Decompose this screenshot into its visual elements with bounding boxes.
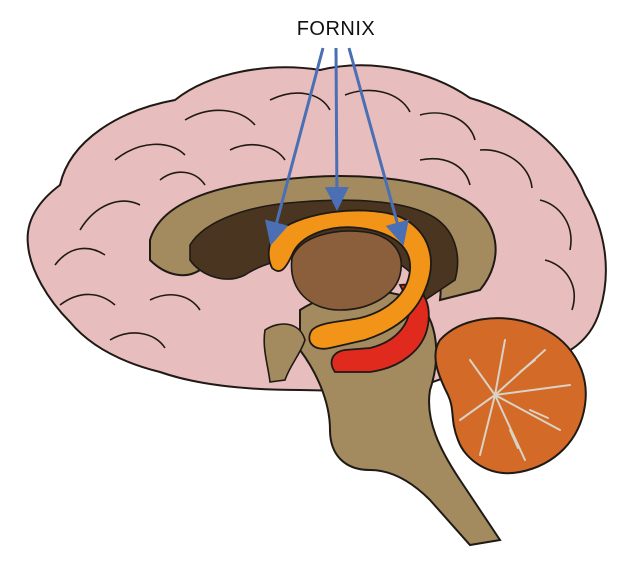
fornix-label: FORNIX bbox=[296, 18, 376, 40]
thalamus bbox=[290, 230, 402, 311]
arbor-vitae bbox=[459, 339, 571, 461]
fornix bbox=[267, 209, 432, 350]
red-structure bbox=[330, 283, 430, 373]
arrow-icon bbox=[324, 47, 349, 211]
arrow-icon bbox=[347, 47, 409, 246]
arrow-icon bbox=[265, 47, 325, 246]
arrows bbox=[265, 47, 409, 246]
hypothalamus bbox=[263, 323, 306, 383]
cerebellum bbox=[434, 317, 587, 475]
